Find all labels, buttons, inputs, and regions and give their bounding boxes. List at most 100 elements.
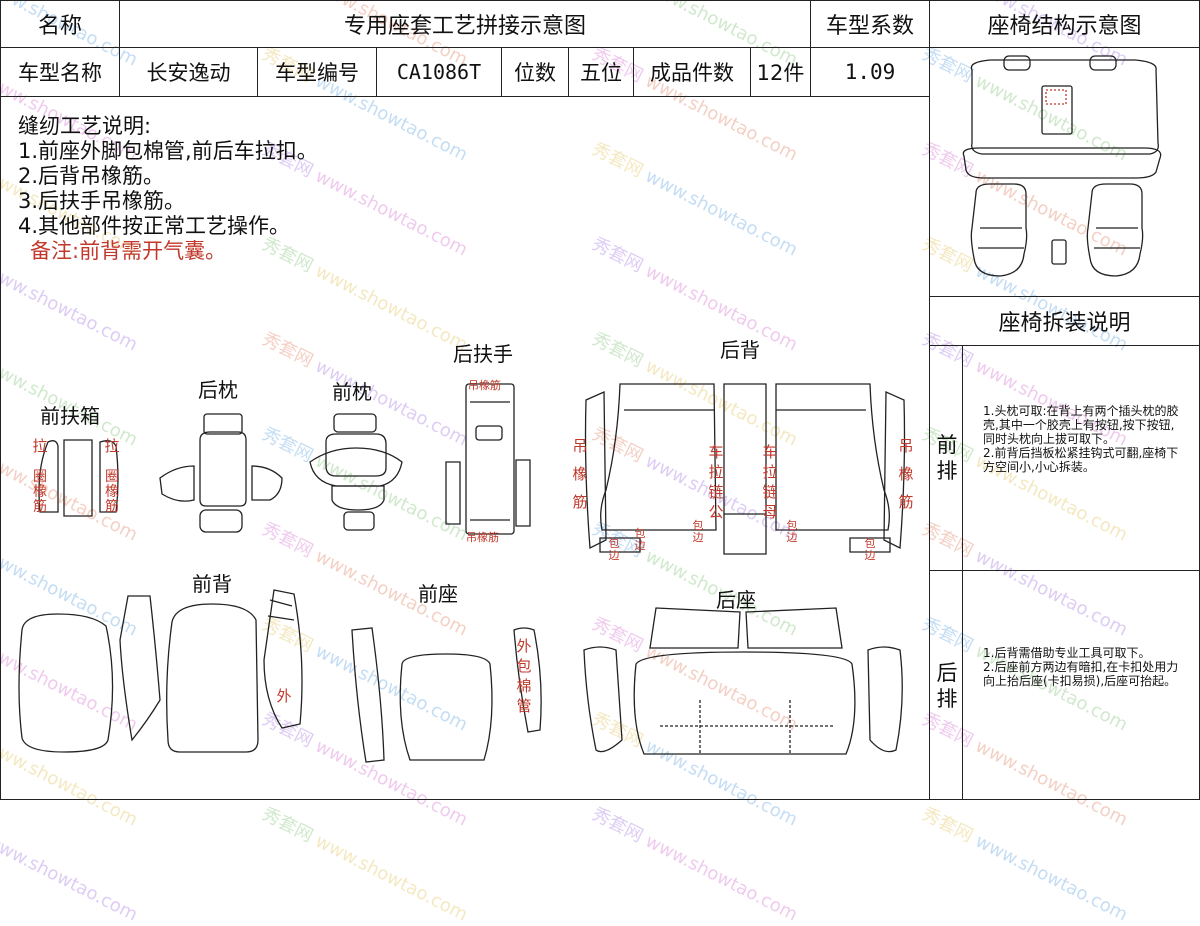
front-headrest-label: 前枕 bbox=[332, 380, 372, 404]
car-code-label: 车型编号 bbox=[275, 61, 359, 85]
pieces-label: 成品件数 bbox=[650, 61, 734, 85]
rear-headrest-label: 后枕 bbox=[198, 378, 238, 402]
pattern-pieces bbox=[18, 383, 906, 763]
rear-bench-cushion bbox=[962, 147, 1162, 179]
rear-armrest-label: 后扶手 bbox=[453, 342, 513, 366]
front-back-main-left bbox=[18, 613, 114, 753]
front-back-side-left bbox=[119, 595, 161, 742]
annotation-ring-elastic-right: 圈橡筋 bbox=[105, 469, 119, 515]
rear-bench-back bbox=[970, 59, 1159, 155]
rear-headrest-side-left bbox=[159, 465, 195, 502]
watermark-text: 秀套网 www.showtao.com bbox=[588, 803, 801, 926]
coef-label-cell: 车型系数 bbox=[810, 0, 930, 48]
annotation-hang-elastic-right: 吊橡筋 bbox=[898, 437, 914, 511]
sewing-note-1: 1.前座外脚包棉管,前后车拉扣。 bbox=[18, 139, 318, 163]
front-row-text: 1.头枕可取:在背上有两个插头枕的胶壳,其中一个胶壳上有按钮,按下按钮,同时头枕… bbox=[983, 404, 1179, 474]
front-headrest-lower bbox=[331, 485, 385, 511]
rear-headrest-top bbox=[203, 413, 243, 435]
rear-headrest-left bbox=[1003, 55, 1031, 71]
rear-row-divider bbox=[962, 570, 963, 800]
front-headrest-top bbox=[333, 413, 377, 433]
front-seat-right bbox=[1086, 183, 1144, 277]
watermark-text: 秀套网 www.showtao.com bbox=[918, 803, 1131, 926]
console-piece bbox=[1051, 239, 1067, 265]
rear-armrest-side-left bbox=[445, 461, 461, 525]
rear-row-label: 后排 bbox=[936, 661, 958, 711]
front-back-side-right bbox=[263, 589, 303, 729]
pieces-value: 12件 bbox=[756, 61, 805, 85]
diagram-title: 专用座套工艺拼接示意图 bbox=[343, 14, 586, 39]
sewing-notes-title: 缝纫工艺说明: bbox=[18, 114, 152, 138]
front-headrest-main bbox=[325, 433, 387, 477]
front-back-main-center bbox=[166, 603, 259, 753]
rear-seat-side-left bbox=[583, 646, 623, 753]
rear-headrest-right bbox=[1089, 55, 1117, 71]
coef-value: 1.09 bbox=[844, 60, 896, 84]
watermark-text: 秀套网 www.showtao.com bbox=[0, 830, 141, 926]
rear-armrest-main bbox=[465, 383, 515, 535]
sewing-note-4: 4.其他部件按正常工艺操作。 bbox=[18, 214, 291, 238]
sewing-notes: 缝纫工艺说明: 1.前座外脚包棉管,前后车拉扣。 2.后背吊橡筋。 3.后扶手吊… bbox=[18, 114, 318, 264]
annotation-pull-right: 拉 bbox=[104, 437, 120, 455]
annotation-edge-d: 包边 bbox=[608, 537, 620, 562]
pieces-cell: 12件 bbox=[750, 47, 811, 97]
annotation-hang-elastic-left: 吊橡筋 bbox=[572, 437, 588, 511]
structure-title-cell: 座椅结构示意图 bbox=[929, 0, 1200, 48]
rear-headrest-main bbox=[199, 431, 247, 507]
structure-title: 座椅结构示意图 bbox=[987, 14, 1142, 39]
seats-label: 位数 bbox=[514, 61, 556, 85]
front-headrest-wing bbox=[309, 447, 403, 487]
disassembly-title-cell: 座椅拆装说明 bbox=[929, 296, 1200, 346]
annotation-hang-elastic-bottom: 吊橡筋 bbox=[466, 531, 499, 544]
rear-back-center bbox=[723, 383, 767, 555]
front-seat-label: 前座 bbox=[418, 582, 458, 606]
front-row-divider bbox=[962, 345, 963, 571]
annotation-outer: 外 bbox=[276, 687, 292, 705]
sewing-note-3: 3.后扶手吊橡筋。 bbox=[18, 189, 186, 213]
rear-seat-main bbox=[633, 651, 856, 755]
rear-back-side-right bbox=[883, 391, 906, 550]
seat-structure-diagram bbox=[962, 55, 1162, 277]
front-seat-left bbox=[970, 183, 1028, 277]
car-name: 长安逸动 bbox=[146, 61, 231, 85]
coef-label: 车型系数 bbox=[825, 14, 914, 39]
sewing-note-2: 2.后背吊橡筋。 bbox=[18, 164, 165, 188]
front-armrest-box-label: 前扶箱 bbox=[40, 404, 100, 428]
rear-seat-side-right bbox=[867, 646, 903, 753]
front-seat-side-right bbox=[513, 627, 542, 733]
front-armrest-box-right bbox=[99, 440, 119, 513]
rear-back-side-left bbox=[584, 391, 607, 550]
annotation-pull-left: 拉 bbox=[32, 437, 48, 455]
annotation-hang-elastic-top: 吊橡筋 bbox=[468, 379, 501, 392]
annotation-edge-b: 包边 bbox=[692, 519, 704, 544]
front-row-label: 前排 bbox=[936, 433, 958, 483]
front-seat-main bbox=[399, 653, 493, 761]
annotation-ring-elastic-left: 圈橡筋 bbox=[33, 469, 47, 515]
rear-seat-top-right bbox=[745, 607, 843, 649]
rear-back-label: 后背 bbox=[720, 338, 760, 362]
annotation-zipper-left: 车拉链公 bbox=[708, 443, 724, 521]
name-label: 名称 bbox=[37, 14, 82, 39]
front-armrest-box-left bbox=[38, 440, 59, 513]
front-back-label: 前背 bbox=[192, 572, 232, 596]
rear-headrest-bottom bbox=[199, 509, 243, 533]
car-code-label-cell: 车型编号 bbox=[257, 47, 377, 97]
seats-cell: 五位 bbox=[568, 47, 634, 97]
annotation-edge-c: 包边 bbox=[786, 519, 798, 544]
annotation-outer-cotton-tube: 外包棉管 bbox=[516, 637, 532, 715]
rear-back-panel-left bbox=[600, 383, 717, 531]
disassembly-title: 座椅拆装说明 bbox=[998, 311, 1131, 336]
seats-value: 五位 bbox=[580, 61, 622, 85]
rear-row-text: 1.后背需借助专业工具可取下。 2.后座前方两边有暗扣,在卡扣处用力向上抬后座(… bbox=[983, 646, 1179, 688]
front-seat-side-left bbox=[351, 627, 385, 763]
car-name-label: 车型名称 bbox=[18, 61, 102, 85]
annotation-zipper-right: 车拉链母 bbox=[762, 443, 778, 521]
rear-armrest-slot bbox=[1041, 85, 1073, 135]
rear-seat-top-left bbox=[649, 607, 741, 649]
rear-seat-label: 后座 bbox=[716, 588, 756, 612]
annotation-edge-e: 包边 bbox=[864, 537, 876, 562]
rear-back-panel-right bbox=[775, 383, 890, 531]
car-code: CA1086T bbox=[396, 60, 482, 84]
rear-armrest-side-right bbox=[515, 459, 531, 527]
rear-headrest-side-right bbox=[251, 465, 283, 501]
